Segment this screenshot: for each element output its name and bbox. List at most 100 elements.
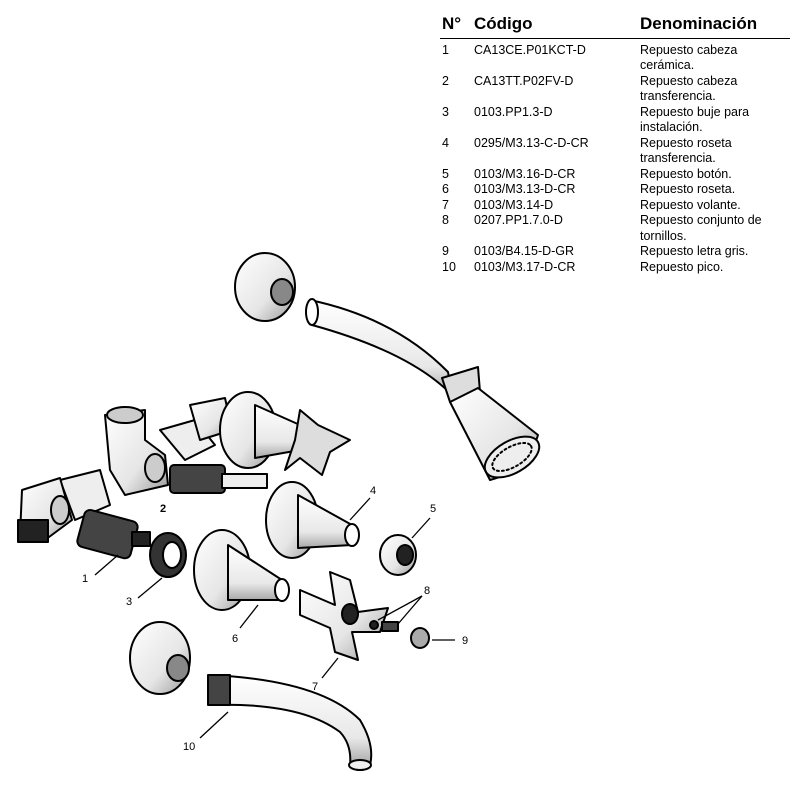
callout-1: 1 bbox=[82, 573, 88, 585]
shower-face bbox=[483, 435, 541, 479]
installation-bushing bbox=[149, 532, 187, 578]
row-number: 5 bbox=[442, 166, 449, 181]
transfer-cartridge bbox=[169, 464, 268, 494]
valve-body-top-port bbox=[106, 406, 144, 424]
row-number: 1 bbox=[442, 42, 449, 57]
table-row: 6 0103/M3.13-D-CR Repuesto roseta. bbox=[440, 182, 790, 198]
leader-3 bbox=[137, 577, 163, 599]
spout-thread bbox=[207, 674, 231, 706]
button-part bbox=[379, 534, 417, 576]
row-code: 0103.PP1.3-D bbox=[474, 104, 553, 119]
row-number: 10 bbox=[442, 259, 456, 274]
row-name: Repuesto roseta transferencia. bbox=[640, 135, 732, 166]
header-name: Denominación bbox=[640, 15, 790, 39]
callout-7: 7 bbox=[312, 681, 318, 693]
row-code: 0103/M3.17-D-CR bbox=[474, 259, 576, 274]
valve-body-side-port bbox=[144, 453, 166, 483]
upper-cross-handle bbox=[284, 409, 351, 476]
row-number: 9 bbox=[442, 244, 449, 258]
spout-outlet bbox=[348, 759, 372, 771]
row-name: Repuesto botón. bbox=[640, 166, 732, 181]
table-row: 9 0103/B4.15-D-GR Repuesto letra gris. bbox=[440, 244, 790, 260]
leader-10 bbox=[199, 711, 229, 739]
table-row: 2 CA13TT.P02FV-D Repuesto cabeza transfe… bbox=[440, 74, 790, 105]
screw-washer bbox=[369, 620, 379, 630]
screw-set bbox=[369, 620, 399, 632]
ceramic-cartridge-body bbox=[76, 509, 139, 560]
row-code: 0103/B4.15-D-GR bbox=[474, 244, 575, 258]
transfer-rosette-sleeve bbox=[297, 494, 353, 549]
ceramic-cartridge-stem bbox=[131, 531, 151, 547]
rosette-end bbox=[274, 578, 290, 602]
row-code: 0103/M3.14-D bbox=[474, 197, 554, 212]
transfer-rosette bbox=[265, 481, 360, 559]
valve-body-lower-thread bbox=[17, 519, 49, 543]
valve-body bbox=[17, 397, 233, 543]
parts-table-header: N° Código Denominación bbox=[440, 15, 790, 39]
leader-lines bbox=[94, 497, 455, 739]
letter-cap-face bbox=[410, 627, 430, 649]
row-number: 4 bbox=[442, 135, 449, 150]
spout-assembly bbox=[129, 621, 373, 771]
shower-assembly bbox=[234, 252, 541, 481]
transfer-cartridge-stem bbox=[221, 473, 268, 489]
header-number: N° bbox=[440, 15, 474, 39]
row-code: 0103/M3.16-D-CR bbox=[474, 166, 576, 181]
rosette bbox=[193, 529, 290, 611]
leader-1 bbox=[94, 554, 119, 576]
row-number: 7 bbox=[442, 197, 449, 212]
ceramic-cartridge bbox=[76, 509, 151, 560]
row-name: Repuesto conjunto de tornillos. bbox=[640, 213, 762, 243]
table-row: 5 0103/M3.16-D-CR Repuesto botón. bbox=[440, 167, 790, 183]
transfer-cartridge-body bbox=[169, 464, 226, 494]
letter-cap bbox=[410, 627, 430, 649]
leader-8b bbox=[397, 595, 423, 625]
table-row: 7 0103/M3.14-D Repuesto volante. bbox=[440, 198, 790, 214]
row-name: Repuesto cabeza transferencia. bbox=[640, 73, 738, 104]
callout-9: 9 bbox=[462, 635, 468, 647]
table-row: 8 0207.PP1.7.0-D Repuesto conjunto de to… bbox=[440, 213, 790, 244]
leader-5 bbox=[411, 517, 431, 539]
cross-handle bbox=[299, 571, 389, 661]
leader-7 bbox=[321, 657, 339, 679]
callout-10: 10 bbox=[183, 741, 195, 753]
shower-rosette-hole bbox=[270, 278, 294, 306]
row-code: 0295/M3.13-C-D-CR bbox=[474, 135, 589, 150]
valve-body-lower-arm bbox=[59, 469, 111, 521]
row-name: Repuesto letra gris. bbox=[640, 244, 749, 258]
leader-6 bbox=[239, 604, 259, 629]
row-name: Repuesto cabeza cerámica. bbox=[640, 42, 738, 73]
callout-labels: 1 2 3 4 5 6 7 8 9 10 bbox=[82, 485, 468, 753]
shower-nozzles bbox=[491, 442, 533, 472]
callout-2: 2 bbox=[160, 503, 166, 515]
callout-4: 4 bbox=[370, 485, 376, 497]
screw-shaft bbox=[381, 621, 399, 632]
shower-arm-end bbox=[305, 298, 319, 326]
parts-table: N° Código Denominación 1 CA13CE.P01KCT-D… bbox=[440, 15, 790, 276]
rosette-sleeve bbox=[227, 544, 283, 601]
spout-pipe bbox=[209, 674, 373, 766]
callout-5: 5 bbox=[430, 503, 436, 515]
cross-handle-hub bbox=[341, 603, 359, 625]
table-row: 1 CA13CE.P01KCT-D Repuesto cabeza cerámi… bbox=[440, 38, 790, 74]
row-code: 0103/M3.13-D-CR bbox=[474, 182, 576, 196]
row-number: 8 bbox=[442, 213, 449, 227]
row-name: Repuesto buje para instalación. bbox=[640, 104, 750, 135]
row-name: Repuesto volante. bbox=[640, 197, 741, 212]
callout-6: 6 bbox=[232, 633, 238, 645]
table-row: 4 0295/M3.13-C-D-CR Repuesto roseta tran… bbox=[440, 136, 790, 167]
header-code: Código bbox=[474, 15, 640, 39]
installation-bushing-inner bbox=[162, 541, 182, 569]
row-code: CA13CE.P01KCT-D bbox=[474, 42, 586, 57]
spout-rosette-hole bbox=[166, 654, 190, 682]
row-number: 2 bbox=[442, 73, 449, 88]
shower-arm bbox=[309, 299, 453, 396]
upper-rosette-handle bbox=[219, 391, 351, 476]
row-number: 3 bbox=[442, 104, 449, 119]
row-name: Repuesto roseta. bbox=[640, 182, 736, 196]
leader-4 bbox=[349, 497, 371, 521]
table-row: 10 0103/M3.17-D-CR Repuesto pico. bbox=[440, 260, 790, 276]
valve-body-lower-port bbox=[50, 495, 70, 525]
row-name: Repuesto pico. bbox=[640, 259, 724, 274]
